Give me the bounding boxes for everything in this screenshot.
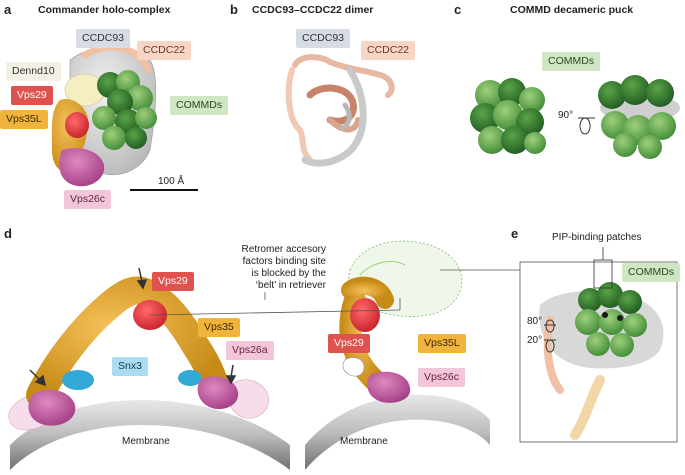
arrow-down-icon bbox=[225, 364, 237, 385]
label-vps35l-d: Vps35L bbox=[418, 334, 466, 353]
label-vps26a: Vps26a bbox=[226, 341, 274, 360]
panel-letter-c: c bbox=[454, 2, 462, 17]
label-membrane-left: Membrane bbox=[122, 436, 170, 447]
label-commds-e: COMMDs bbox=[622, 263, 681, 282]
panel-title-c: COMMD decameric puck bbox=[510, 4, 634, 16]
rotation-label-80: 80° bbox=[527, 316, 543, 327]
panel-letter-d: d bbox=[4, 226, 12, 241]
rotation-label-20: 20° bbox=[527, 335, 543, 346]
scale-bar-label: 100 Å bbox=[158, 176, 185, 187]
label-vps29-d-right: Vps29 bbox=[328, 334, 370, 353]
annotation-note-line2: factors binding site bbox=[242, 256, 326, 267]
annotation-note-line4: ‘belt’ in retriever bbox=[255, 280, 326, 291]
arrow-down-icon bbox=[136, 267, 148, 290]
panel-title-a: Commander holo-complex bbox=[38, 4, 171, 16]
label-vps26c: Vps26c bbox=[64, 190, 112, 209]
label-membrane-right: Membrane bbox=[340, 436, 388, 447]
panel-letter-a: a bbox=[4, 2, 12, 17]
rotation-label-90: 90° bbox=[558, 110, 574, 121]
label-ccdc22-b: CCDC22 bbox=[361, 41, 416, 60]
rotation-arrow-icon bbox=[544, 319, 556, 353]
label-pip-binding: PIP-binding patches bbox=[552, 232, 642, 243]
label-snx3: Snx3 bbox=[112, 357, 148, 376]
label-vps29: Vps29 bbox=[11, 86, 53, 105]
panel-letter-e: e bbox=[511, 226, 519, 241]
annotation-note: Retromer accesory factors binding site i… bbox=[226, 244, 326, 292]
annotation-leader-lines bbox=[149, 269, 520, 316]
label-vps35l: Vps35L bbox=[0, 110, 48, 129]
panel-a-holo-complex-render bbox=[51, 43, 157, 187]
panel-e-frame bbox=[519, 261, 678, 443]
panel-letter-b: b bbox=[230, 2, 238, 17]
panel-b-dimer-render bbox=[285, 54, 395, 167]
membrane-right bbox=[305, 394, 490, 470]
label-dennd10: Dennd10 bbox=[6, 62, 61, 81]
panel-d-retromer-render bbox=[8, 276, 269, 431]
panel-e-render bbox=[539, 247, 664, 440]
rotation-arrow-icon bbox=[579, 117, 591, 135]
label-vps29-d: Vps29 bbox=[152, 272, 194, 291]
arrow-diagonal-icon bbox=[29, 369, 47, 387]
label-vps26c-d: Vps26c bbox=[418, 368, 466, 387]
label-commds-c: COMMDs bbox=[542, 52, 601, 71]
annotation-note-line3: is blocked by the bbox=[251, 268, 327, 279]
membrane-left bbox=[10, 400, 290, 470]
label-ccdc93-b: CCDC93 bbox=[296, 29, 351, 48]
panel-title-b: CCDC93–CCDC22 dimer bbox=[252, 4, 374, 16]
panel-c-puck-front bbox=[470, 78, 546, 154]
label-ccdc93: CCDC93 bbox=[76, 29, 131, 48]
label-commds: COMMDs bbox=[170, 96, 229, 115]
panel-c-puck-side bbox=[598, 75, 680, 159]
label-ccdc22: CCDC22 bbox=[137, 41, 192, 60]
annotation-note-line1: Retromer accesory bbox=[241, 244, 326, 255]
label-vps35: Vps35 bbox=[198, 318, 240, 337]
